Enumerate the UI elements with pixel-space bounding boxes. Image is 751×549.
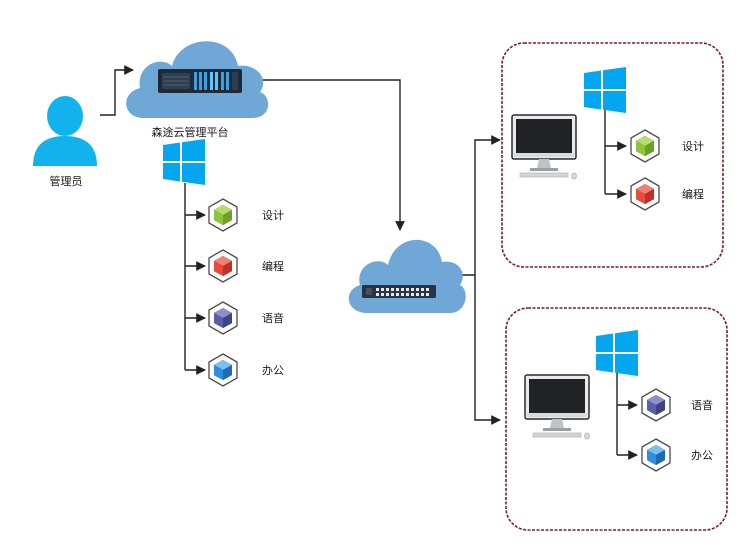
connectors <box>100 65 638 460</box>
cube-indigo-icon <box>641 388 671 422</box>
app-label: 编程 <box>262 259 284 273</box>
app-item: 办公 <box>641 438 713 472</box>
app-item: 编程 <box>630 177 704 211</box>
cube-green-icon <box>630 129 660 163</box>
windows-logo-icon <box>596 330 638 376</box>
app-label: 设计 <box>262 209 284 222</box>
app-item: 语音 <box>641 388 713 422</box>
master-app-list: 设计 编程 语音 <box>208 198 284 387</box>
cube-red-icon <box>208 249 238 283</box>
branch-to-terminal-2-arrow <box>474 275 501 425</box>
platform-label: 森途云管理平台 <box>152 125 229 139</box>
cloud-icon <box>348 239 466 313</box>
app-item: 设计 <box>630 129 704 163</box>
app-label: 办公 <box>262 364 284 377</box>
app-item: 编程 <box>208 249 284 283</box>
admin-label: 管理员 <box>50 174 83 188</box>
app-item: 办公 <box>208 353 284 387</box>
platform-to-switch-arrow <box>255 79 405 231</box>
admin-to-platform-arrow <box>100 65 134 116</box>
windows-logo-icon <box>584 67 626 113</box>
cube-blue-icon <box>208 353 238 387</box>
switch-node <box>348 239 466 313</box>
desktop-computer-icon <box>524 374 591 440</box>
terminal-1-group: 设计 编程 <box>501 42 724 268</box>
app-item: 语音 <box>208 301 284 335</box>
terminal-2-group: 语音 办公 <box>505 307 728 531</box>
windows-logo-icon <box>163 139 205 185</box>
app-label: 设计 <box>682 140 704 153</box>
cube-red-icon <box>630 177 660 211</box>
terminal-frame <box>505 307 728 531</box>
terminal-frame <box>501 42 724 268</box>
server-rack-icon <box>158 69 242 93</box>
app-label: 办公 <box>691 449 713 462</box>
app-label: 语音 <box>691 398 713 412</box>
app-label: 编程 <box>682 187 704 201</box>
user-icon <box>33 96 97 166</box>
cube-indigo-icon <box>208 301 238 335</box>
app-item: 设计 <box>208 198 284 232</box>
cube-green-icon <box>208 198 238 232</box>
cube-blue-icon <box>641 438 671 472</box>
branch-to-terminal-1-arrow <box>474 135 501 275</box>
desktop-computer-icon <box>511 114 578 180</box>
network-switch-icon <box>362 285 436 298</box>
admin-node: 管理员 <box>33 96 97 188</box>
platform-node: 森途云管理平台 <box>126 41 269 139</box>
app-label: 语音 <box>262 311 284 325</box>
